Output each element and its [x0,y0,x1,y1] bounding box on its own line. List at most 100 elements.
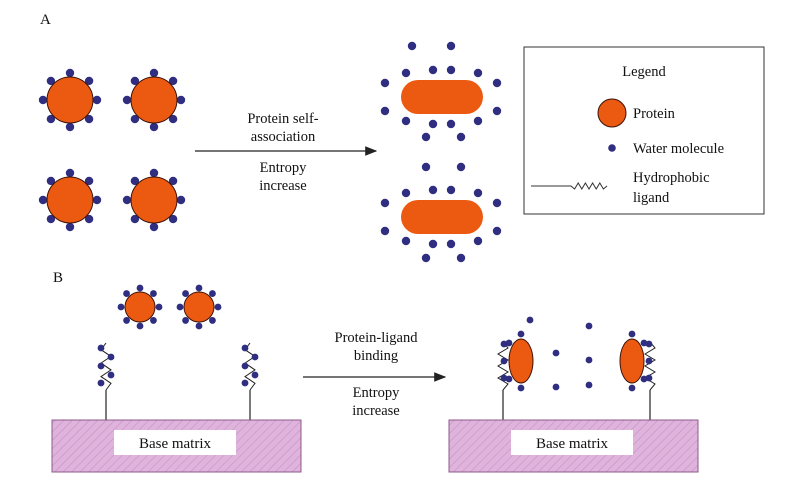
water-molecule [505,375,513,383]
protein [508,338,534,384]
water-molecule [117,303,125,311]
water-molecule [92,195,102,205]
arrow-a-line1: Protein self- [247,111,318,127]
water-molecule [421,253,431,263]
water-molecule [251,353,259,361]
water-molecule [84,114,94,124]
water-molecule [176,195,186,205]
bound-protein [619,330,656,420]
protein [408,80,442,114]
water-molecule [150,290,157,297]
arrow-b-line1: Protein-ligand [335,330,419,346]
water-molecule [446,41,456,51]
arrow-a-line3: Entropy [260,160,307,176]
water-molecule [446,65,456,75]
legend-protein-icon [597,98,627,128]
water-molecule [241,379,249,387]
water-molecule [123,290,130,297]
water-molecule [428,239,438,249]
water-molecule [65,68,75,78]
legend-ligand-label-line1: Hydrophobic [633,170,710,186]
protein-dimer [380,65,502,129]
protein [619,338,645,384]
protein-dimer [380,185,502,249]
left-matrix-label-box [114,430,236,455]
water-molecule [585,381,593,389]
water-molecule [195,284,203,292]
water-molecule [640,339,648,347]
water-molecule [150,317,157,324]
water-molecule [182,317,189,324]
water-molecule [168,114,178,124]
hydrated-protein [38,168,102,232]
water-molecule [473,188,483,198]
arrow-b-line4: increase [352,403,400,419]
water-molecule [92,95,102,105]
water-molecule [46,214,56,224]
water-molecule [182,290,189,297]
protein [183,291,215,323]
water-molecule [168,176,178,186]
water-molecule [97,344,105,352]
water-molecule [421,162,431,172]
water-molecule [492,226,502,236]
water-molecule [65,222,75,232]
self-association-caption: Protein self- association Entropy increa… [247,111,318,194]
water-molecule [492,78,502,88]
water-molecule [585,356,593,364]
water-molecule [84,214,94,224]
water-molecule [380,106,390,116]
water-molecule [428,119,438,129]
water-molecule [84,76,94,86]
water-molecule [526,316,534,324]
legend-ligand-icon [531,182,608,190]
water-molecule [46,176,56,186]
water-molecule [552,383,560,391]
arrow-a-line2: association [251,129,316,145]
water-molecule [552,349,560,357]
water-molecule [428,185,438,195]
water-molecule [209,317,216,324]
arrow-b-line2: binding [354,348,398,364]
water-molecule [251,371,259,379]
panel-b-free-proteins [117,284,222,330]
water-molecule [456,162,466,172]
panel-a-protein-dimers [380,41,502,263]
water-molecule [401,188,411,198]
hydrated-protein [176,284,222,330]
water-molecule [123,317,130,324]
water-molecule [38,195,48,205]
right-matrix-label: Base matrix [536,436,609,452]
water-molecule [176,95,186,105]
protein [46,76,94,124]
water-molecule [149,122,159,132]
water-molecule [517,384,525,392]
hydrated-protein [38,68,102,132]
water-molecule [446,119,456,129]
water-molecule [505,339,513,347]
panel-b-label: B [53,270,63,286]
water-molecule [195,322,203,330]
legend-box: Legend Protein Water molecule Hydrophobi… [523,46,765,215]
water-molecule [473,68,483,78]
water-molecule [645,357,653,365]
water-molecule [209,290,216,297]
protein [46,176,94,224]
left-matrix-label: Base matrix [139,436,212,452]
water-molecule [65,122,75,132]
water-molecule [380,78,390,88]
water-molecule [241,362,249,370]
water-molecule [473,236,483,246]
legend-protein-label: Protein [633,106,676,122]
water-molecule [122,195,132,205]
bound-protein [497,330,534,420]
water-molecule [168,76,178,86]
water-molecule [492,106,502,116]
legend-title: Legend [622,64,666,80]
ligand-chain [644,341,656,391]
water-molecule [628,330,636,338]
water-molecule [585,322,593,330]
water-molecule [456,132,466,142]
hydrated-protein [122,168,186,232]
